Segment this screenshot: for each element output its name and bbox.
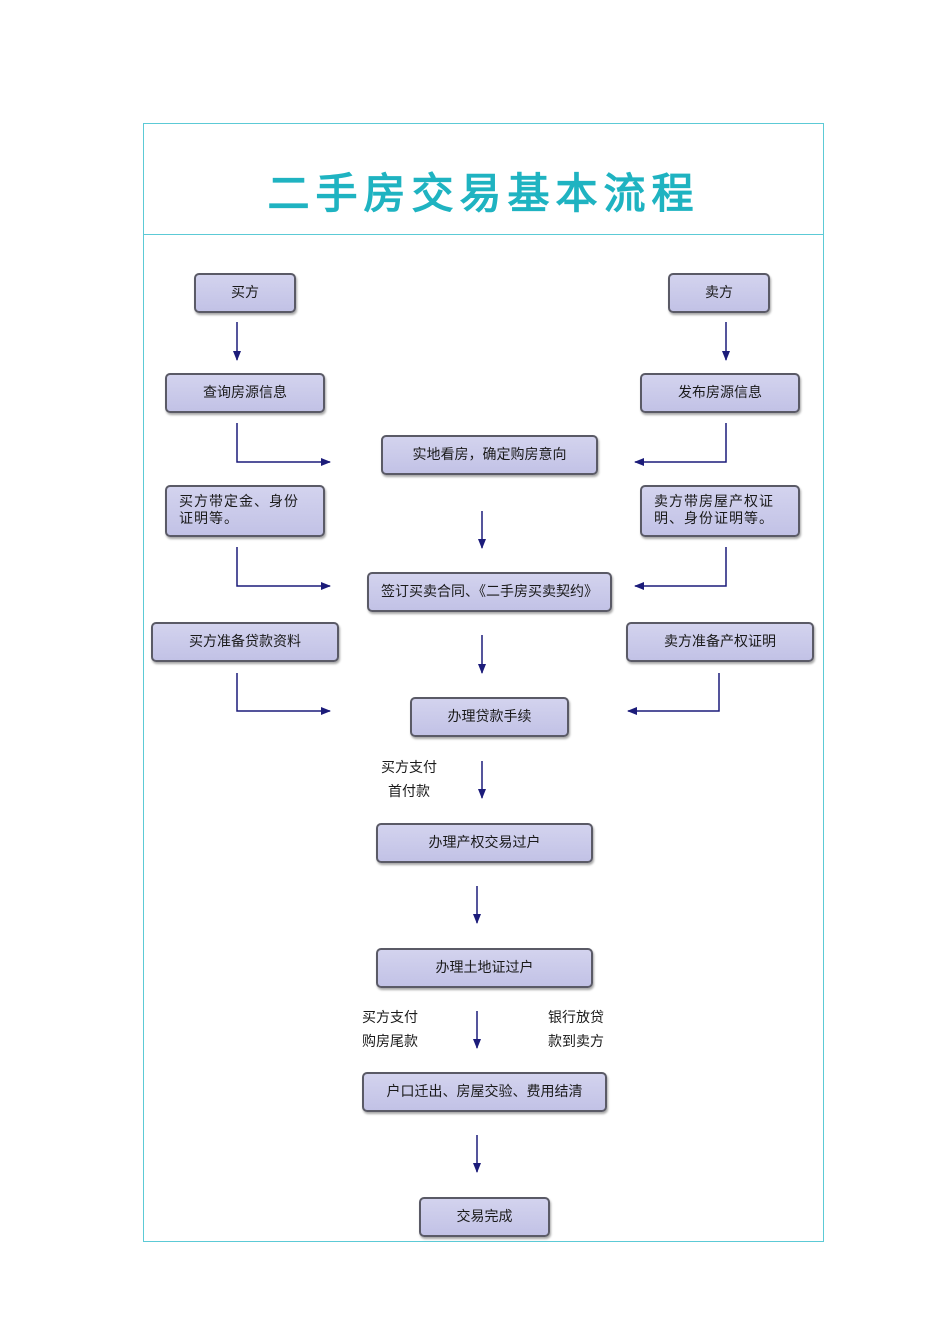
arrow-seller-docs-to-contract [634,547,727,590]
node-done: 交易完成 [419,1197,550,1237]
node-viewing: 实地看房，确定购房意向 [381,435,598,475]
arrow-loan-docs-to-loan [236,673,331,715]
note-final-payment-line2: 购房尾款 [362,1034,418,1050]
node-land-transfer: 办理土地证过户 [376,948,593,988]
note-down-payment-line2: 首付款 [388,784,430,800]
arrow-buyer-docs-to-contract [236,547,331,590]
node-buyer-docs: 买方带定金、身份证明等。 [165,485,325,537]
arrow-publish-to-viewing [634,423,727,466]
note-down-payment-line1: 买方支付 [381,760,437,776]
node-seller-publish: 发布房源信息 [640,373,800,413]
header-divider [143,234,824,235]
node-contract: 签订买卖合同、《二手房买卖契约》 [367,572,612,612]
arrow-search-to-viewing [236,423,331,466]
node-settle: 户口迁出、房屋交验、费用结清 [362,1072,607,1112]
node-seller: 卖方 [668,273,770,313]
node-buyer-loan-docs: 买方准备贷款资料 [151,622,339,662]
node-seller-docs: 卖方带房屋产权证明、身份证明等。 [640,485,800,537]
node-buyer-search: 查询房源信息 [165,373,325,413]
node-loan: 办理贷款手续 [410,697,569,737]
note-bank-release-line1: 银行放贷 [548,1010,604,1026]
node-seller-cert: 卖方准备产权证明 [626,622,814,662]
node-title-transfer: 办理产权交易过户 [376,823,593,863]
diagram-frame [143,123,824,1242]
arrow-seller-cert-to-loan [627,673,720,715]
note-bank-release-line2: 款到卖方 [548,1034,604,1050]
node-buyer: 买方 [194,273,296,313]
diagram-title: 二手房交易基本流程 [267,169,700,218]
note-final-payment-line1: 买方支付 [362,1010,418,1026]
